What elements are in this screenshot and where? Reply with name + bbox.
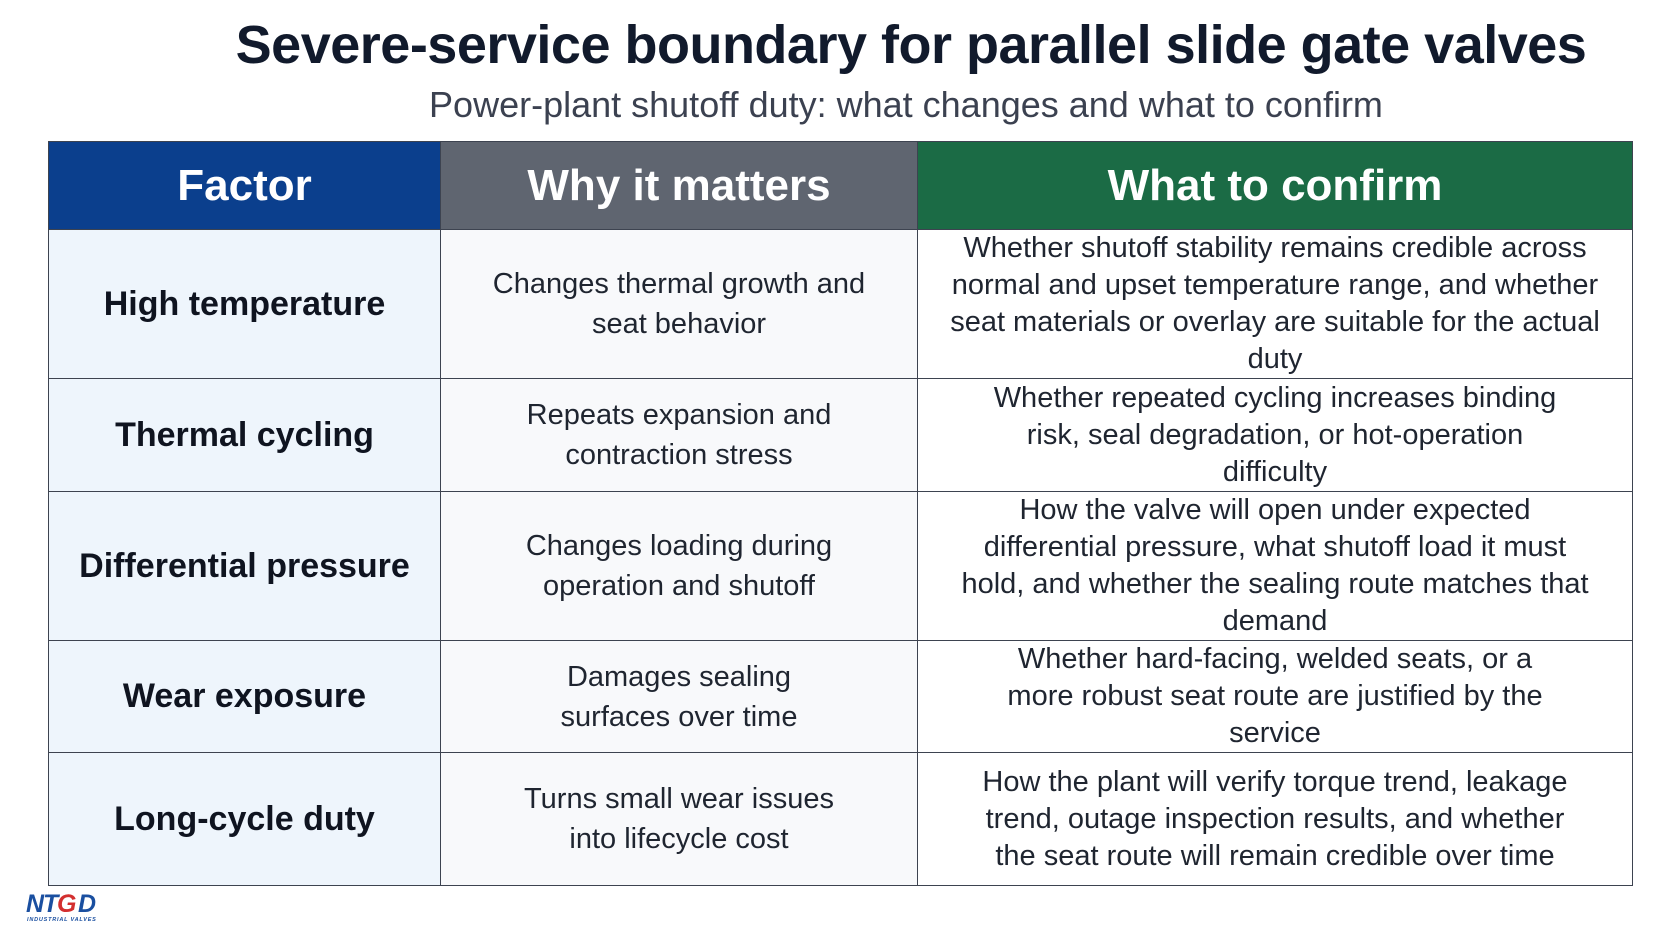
confirm-cell: How the valve will open under expected d…	[917, 491, 1633, 641]
factor-table: Factor Why it matters What to confirm Hi…	[48, 141, 1633, 886]
confirm-cell: Whether shutoff stability remains credib…	[917, 229, 1633, 379]
confirm-cell: Whether repeated cycling increases bindi…	[917, 378, 1633, 492]
ntgd-logo: NT G D INDUSTRIAL VALVES	[26, 890, 97, 923]
why-cell: Damages sealing surfaces over time	[440, 640, 918, 753]
why-cell: Changes loading during operation and shu…	[440, 491, 918, 641]
table-row: Differential pressure Changes loading du…	[48, 491, 1633, 641]
why-cell: Changes thermal growth and seat behavior	[440, 229, 918, 379]
table-row: Long-cycle duty Turns small wear issues …	[48, 752, 1633, 886]
why-cell: Turns small wear issues into lifecycle c…	[440, 752, 918, 886]
table-row: High temperature Changes thermal growth …	[48, 229, 1633, 379]
header-why-it-matters: Why it matters	[440, 141, 918, 230]
svg-text:NT: NT	[26, 890, 61, 918]
page-title: Severe-service boundary for parallel sli…	[235, 15, 1587, 75]
factor-cell: Differential pressure	[48, 491, 441, 641]
factor-cell: Long-cycle duty	[48, 752, 441, 886]
confirm-cell: How the plant will verify torque trend, …	[917, 752, 1633, 886]
factor-cell: High temperature	[48, 229, 441, 379]
why-cell: Repeats expansion and contraction stress	[440, 378, 918, 492]
table-row: Wear exposure Damages sealing surfaces o…	[48, 640, 1633, 753]
table-row: Thermal cycling Repeats expansion and co…	[48, 378, 1633, 492]
factor-cell: Thermal cycling	[48, 378, 441, 492]
logo-icon: NT G D INDUSTRIAL VALVES	[26, 890, 97, 923]
table-header-row: Factor Why it matters What to confirm	[48, 141, 1633, 230]
header-factor: Factor	[48, 141, 441, 230]
confirm-cell: Whether hard-facing, welded seats, or a …	[917, 640, 1633, 753]
svg-text:D: D	[78, 890, 96, 918]
factor-cell: Wear exposure	[48, 640, 441, 753]
svg-text:G: G	[57, 890, 76, 918]
svg-text:INDUSTRIAL VALVES: INDUSTRIAL VALVES	[27, 917, 97, 923]
page-subtitle: Power-plant shutoff duty: what changes a…	[429, 84, 1383, 125]
header-what-to-confirm: What to confirm	[917, 141, 1633, 230]
